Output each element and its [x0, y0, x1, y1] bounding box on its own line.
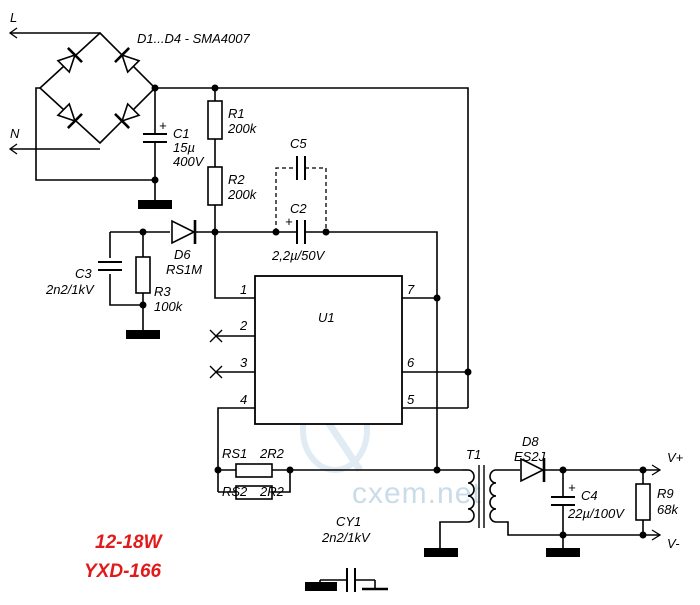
- junction-dot: [139, 301, 147, 309]
- ground-symbol: [138, 200, 172, 209]
- label-rs2-val: 2R2: [259, 484, 285, 499]
- label-rs1: RS1: [222, 446, 247, 461]
- pin1-wire: [214, 232, 255, 299]
- label-u1: U1: [318, 310, 335, 325]
- label-d8: D8: [522, 434, 539, 449]
- c1-plus: +: [159, 118, 167, 133]
- label-pin1: 1: [240, 282, 247, 297]
- c2-plus: +: [285, 214, 293, 229]
- terminal-L: [8, 27, 100, 39]
- label-pin4: 4: [240, 392, 247, 407]
- label-rs1-val: 2R2: [259, 446, 285, 461]
- resistor-r3: [135, 256, 151, 294]
- diode-d6: [171, 219, 197, 245]
- label-c3-val: 2n2/1kV: [45, 282, 95, 297]
- ground-symbol: [126, 330, 160, 339]
- junction-dot: [559, 531, 567, 539]
- label-r2: R2: [228, 172, 245, 187]
- ic-u1: [254, 275, 403, 425]
- label-c1: C1: [173, 126, 190, 141]
- resistor-rs1: [235, 463, 273, 478]
- junction-dot: [433, 466, 441, 474]
- label-c4: C4: [581, 488, 598, 503]
- label-c2: C2: [290, 201, 307, 216]
- label-r9: R9: [657, 486, 674, 501]
- capacitor-cy1: [320, 568, 375, 592]
- label-c2-val: 2,2µ/50V: [271, 248, 326, 263]
- label-pin7: 7: [407, 282, 415, 297]
- wire-hv-rail: [155, 87, 469, 408]
- ground-chassis-symbol: [362, 580, 388, 591]
- label-pin6: 6: [407, 355, 415, 370]
- junction-dot: [639, 466, 647, 474]
- label-r1: R1: [228, 106, 245, 121]
- capacitor-c1: [143, 88, 167, 200]
- label-d6-val: RS1M: [166, 262, 202, 277]
- junction-dot: [433, 294, 441, 302]
- label-pin2: 2: [239, 318, 248, 333]
- wire-bridge-negative: [35, 87, 155, 181]
- label-pin3: 3: [240, 355, 248, 370]
- label-r1-val: 200k: [227, 121, 258, 136]
- label-vminus: V-: [667, 536, 680, 551]
- resistor-r9: [635, 483, 651, 521]
- label-c4-val: 22µ/100V: [567, 506, 625, 521]
- label-c3: C3: [75, 266, 92, 281]
- resistor-r2: [207, 166, 223, 206]
- label-r3-val: 100k: [154, 299, 184, 314]
- label-t1: T1: [466, 447, 481, 462]
- model-name: YXD-166: [84, 561, 162, 582]
- label-d1d4: D1...D4 - SMA4007: [137, 31, 250, 46]
- wire-secondary-return: [496, 521, 660, 536]
- label-rs2: RS2: [222, 484, 248, 499]
- capacitor-c2: [296, 220, 306, 244]
- label-c5: C5: [290, 136, 307, 151]
- label-cy1: CY1: [336, 514, 361, 529]
- label-L: L: [10, 10, 17, 25]
- junction-dot: [151, 176, 159, 184]
- label-vplus: V+: [667, 450, 684, 465]
- ground-symbol: [546, 548, 580, 557]
- label-cy1-val: 2n2/1kV: [321, 530, 371, 545]
- pin4-wire: [217, 407, 255, 492]
- power-rating: 12-18W: [95, 532, 164, 553]
- label-d6: D6: [174, 247, 191, 262]
- wire-t1-primary-return: [439, 521, 468, 548]
- label-d8-val: ES2J: [514, 449, 546, 464]
- label-r3: R3: [154, 284, 171, 299]
- terminal-N: [8, 143, 100, 155]
- label-pin5: 5: [407, 392, 415, 407]
- label-c1-val1: 15µ: [173, 140, 195, 155]
- label-N: N: [10, 126, 20, 141]
- capacitor-c4: [551, 470, 575, 548]
- c4-plus: +: [568, 480, 576, 495]
- junction-dot: [559, 466, 567, 474]
- junction-dot: [214, 466, 222, 474]
- ground-symbol: [305, 582, 337, 591]
- resistor-r1: [207, 100, 223, 140]
- ground-symbol: [424, 548, 458, 557]
- transformer-t1: [462, 465, 497, 528]
- label-r9-val: 68k: [657, 502, 679, 517]
- watermark-text: cxem.net: [352, 477, 482, 510]
- capacitor-c5-optional: [275, 156, 327, 232]
- diode-bridge: [38, 31, 157, 145]
- junction-dot: [464, 368, 472, 376]
- label-c1-val2: 400V: [173, 154, 205, 169]
- label-r2-val: 200k: [227, 187, 258, 202]
- junction-dot: [639, 531, 647, 539]
